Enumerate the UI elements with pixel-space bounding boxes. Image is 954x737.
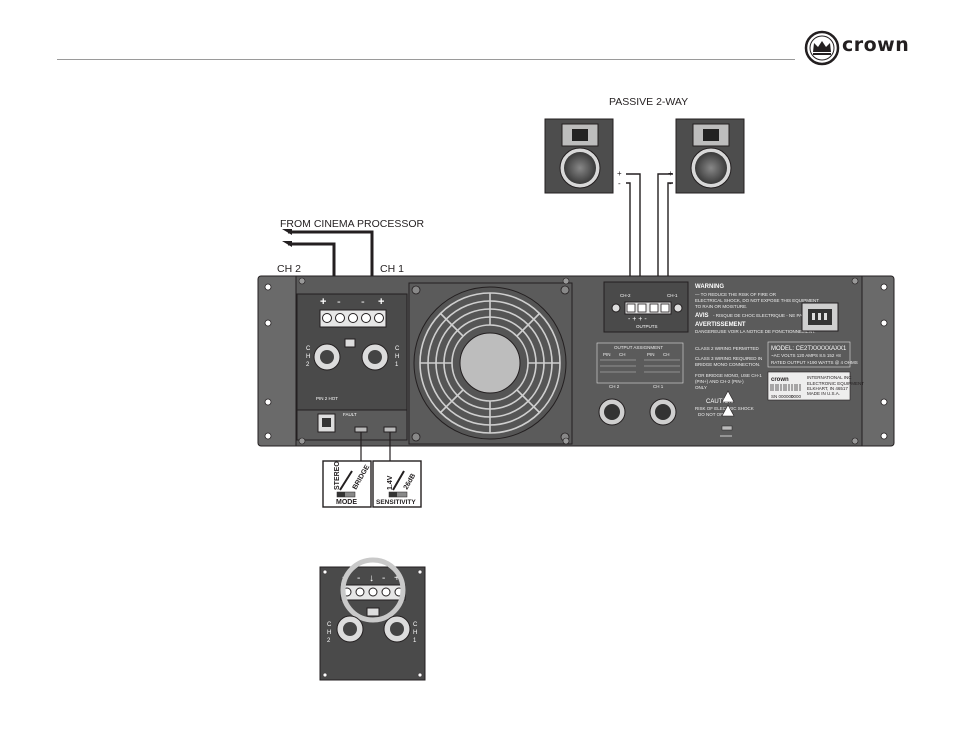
crown-icon — [813, 41, 831, 52]
mode-option-stereo: STEREO — [334, 461, 341, 490]
svg-text:CLASS 2 WIRING PERMITTED: CLASS 2 WIRING PERMITTED — [695, 346, 760, 351]
svg-text:OUTPUT ASSIGNMENT: OUTPUT ASSIGNMENT — [614, 345, 663, 350]
svg-text:PIN: PIN — [647, 352, 655, 357]
svg-text:MADE IN U.S.A.: MADE IN U.S.A. — [807, 391, 840, 396]
svg-text:ELECTRICAL SHOCK, DO NOT EXPOS: ELECTRICAL SHOCK, DO NOT EXPOSE THIS EQU… — [695, 298, 819, 303]
shock-triangle-icon — [721, 404, 735, 417]
svg-text:-: - — [337, 296, 341, 308]
sensitivity-switch-callout: 1.4V 26dB SENSITIVITY — [372, 460, 422, 508]
svg-text:RATED OUTPUT ×190 WATTS @ 4 OH: RATED OUTPUT ×190 WATTS @ 4 OHMS — [771, 360, 858, 365]
svg-text:↓: ↓ — [369, 573, 374, 584]
warning-triangle-icon — [721, 390, 735, 403]
svg-text:WARNING: WARNING — [695, 284, 724, 290]
svg-text:CAUTION: CAUTION — [706, 399, 733, 405]
svg-text:CH 1: CH 1 — [653, 384, 664, 389]
svg-text:TO RAIN OR MOISTURE.: TO RAIN OR MOISTURE. — [695, 304, 747, 309]
fan-grille — [408, 282, 573, 445]
svg-text:FOR BRIDGE MONO, USE CH-1: FOR BRIDGE MONO, USE CH-1 — [695, 373, 762, 378]
svg-text:-: - — [618, 179, 621, 188]
outputs-label: OUTPUTS — [636, 324, 658, 329]
ch1-label: CH 1 — [380, 263, 404, 275]
svg-text:ELKHART, IN 46517: ELKHART, IN 46517 — [807, 386, 848, 391]
svg-text:CH: CH — [619, 352, 626, 357]
svg-text:0000: 0000 — [791, 394, 802, 399]
sensitivity-label: SENSITIVITY — [376, 499, 416, 506]
svg-text:SN 000000: SN 000000 — [771, 394, 794, 399]
serial-label — [767, 371, 851, 401]
svg-text:CH 2: CH 2 — [609, 384, 620, 389]
speaker-right — [675, 118, 745, 194]
svg-text:— TO REDUCE THE RISK OF FIRE O: — TO REDUCE THE RISK OF FIRE OR — [695, 292, 777, 297]
svg-text:- + + -: - + + - — [628, 316, 647, 323]
from-processor-label: FROM CINEMA PROCESSOR — [280, 218, 425, 230]
brand-name: crown — [842, 34, 910, 56]
svg-text:DO NOT OPEN: DO NOT OPEN — [698, 412, 729, 417]
output-terminal-strip — [624, 301, 672, 315]
input-cables — [288, 230, 374, 280]
sens-option-1v4: 1.4V — [387, 475, 394, 490]
ch2-label: CH 2 — [277, 263, 301, 275]
svg-text:+: + — [617, 169, 622, 178]
pin2-hot-label: PIN 2 HOT — [316, 396, 338, 401]
svg-text:ONLY: ONLY — [695, 385, 707, 390]
svg-text:(PIN+) AND CH-2 (PIN-): (PIN+) AND CH-2 (PIN-) — [695, 379, 744, 384]
svg-text:+: + — [378, 296, 384, 308]
mode-label: MODE — [336, 499, 357, 506]
svg-text:MODEL: CE2TXXXXXAXX1: MODEL: CE2TXXXXXAXX1 — [771, 346, 847, 352]
svg-text:INTERNATIONAL INC: INTERNATIONAL INC — [807, 375, 852, 380]
svg-text:-: - — [382, 573, 385, 584]
out-ch1-label: CH-1 — [667, 293, 678, 298]
svg-text:~AC VOLTS 120 AMPS 8.5 15: ~AC VOLTS 120 AMPS 8.5 152 ×8 — [771, 353, 841, 358]
fault-label: FAULT — [343, 412, 357, 417]
svg-text:+: + — [320, 296, 326, 308]
svg-text:AVERTISSEMENT: AVERTISSEMENT — [695, 322, 746, 328]
svg-text:-: - — [361, 296, 365, 308]
rear-panel-text: WARNING — TO REDUCE THE RISK OF FIRE OR … — [695, 284, 864, 437]
speakon-jacks — [598, 398, 677, 426]
output-assignment-table: OUTPUT ASSIGNMENT PIN CH PIN CH CH 2 CH … — [596, 342, 684, 389]
svg-text:BRIDGE MONO CONNECTION.: BRIDGE MONO CONNECTION. — [695, 362, 760, 367]
svg-text:CLASS 3 WIRING REQUIRED IN: CLASS 3 WIRING REQUIRED IN — [695, 356, 762, 361]
mode-switch — [354, 426, 368, 433]
speaker-wires — [626, 173, 673, 302]
speaker-left — [544, 118, 614, 194]
sensitivity-switch — [383, 426, 397, 433]
out-ch2-label: CH-2 — [620, 293, 631, 298]
svg-text:- RISQUE DE CHOC ELECTRIQUE -: - RISQUE DE CHOC ELECTRIQUE - NE PAS OUV… — [713, 313, 825, 318]
svg-text:+: + — [394, 573, 400, 584]
barcode — [770, 384, 801, 391]
passive-2way-label: PASSIVE 2-WAY — [609, 96, 689, 108]
svg-text:crown: crown — [771, 377, 789, 383]
svg-text:-: - — [357, 573, 360, 584]
mode-switch-callout: STEREO BRIDGE MODE — [322, 460, 372, 508]
svg-text:ELECTRONIC EQUIPMENT: ELECTRONIC EQUIPMENT — [807, 381, 864, 386]
svg-text:PIN: PIN — [603, 352, 611, 357]
svg-text:CH: CH — [663, 352, 670, 357]
svg-text:RISK OF ELECTRIC SHOCK: RISK OF ELECTRIC SHOCK — [695, 406, 754, 411]
header-rule — [57, 59, 795, 60]
svg-text:AVIS: AVIS — [695, 313, 709, 319]
crown-logo — [804, 30, 840, 66]
jumper-loop — [340, 557, 406, 623]
output-terminal-block: CH-2 CH-1 - + + - OUTPUTS — [603, 281, 689, 333]
svg-text:DANGEREUSE VOIR LA NOTICE DE F: DANGEREUSE VOIR LA NOTICE DE FONCTIONNEM… — [695, 329, 816, 334]
